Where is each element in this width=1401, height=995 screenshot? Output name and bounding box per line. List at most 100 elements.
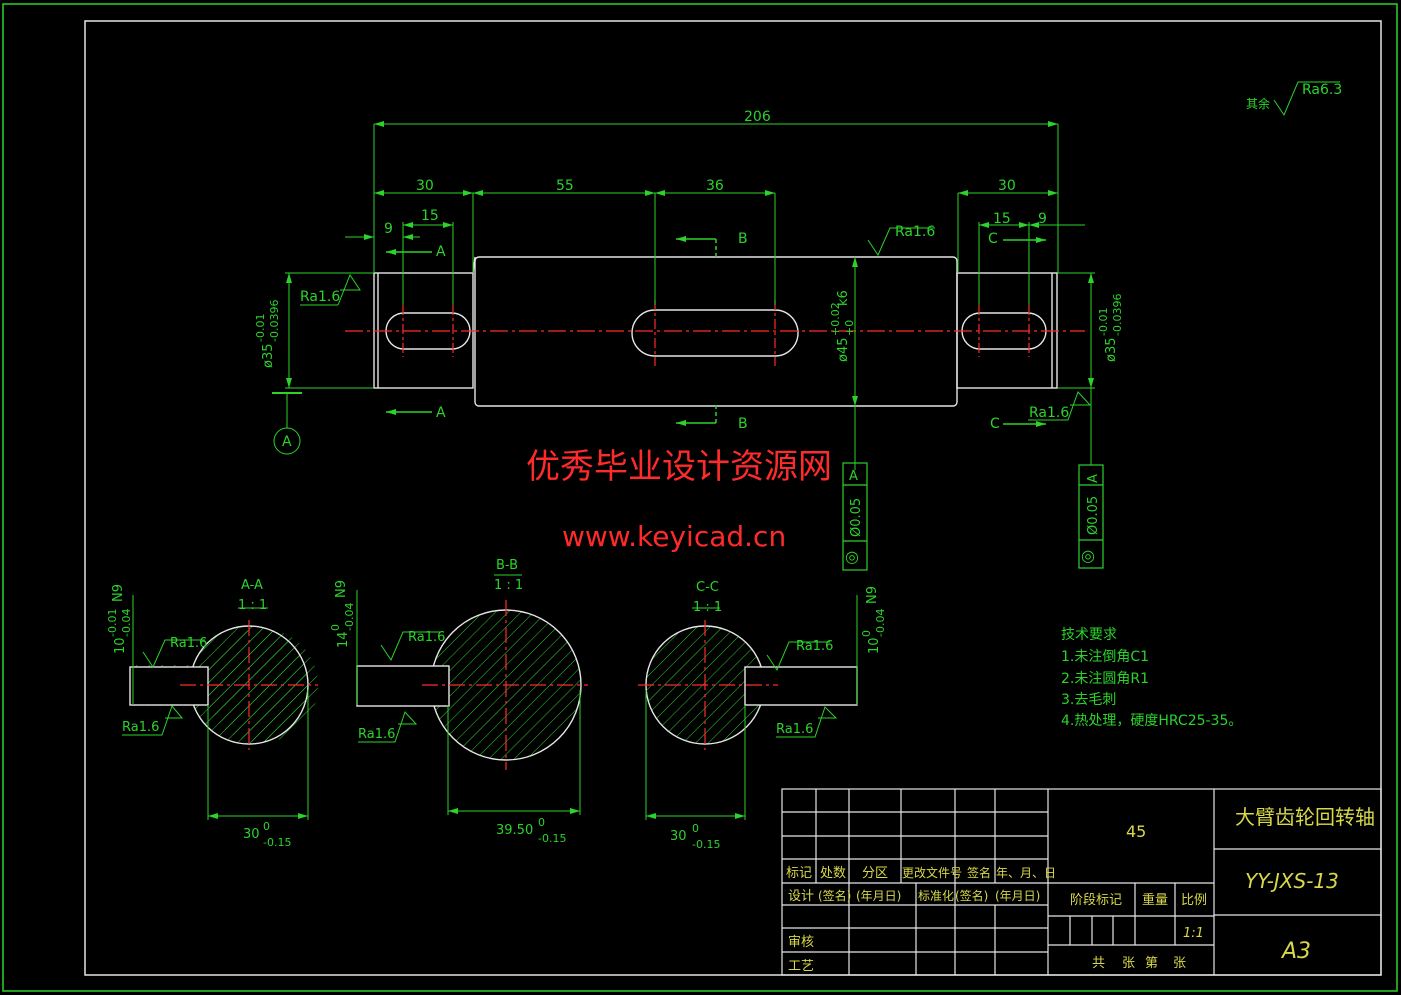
section-b-key-width: 14 (336, 631, 351, 648)
title-block (781, 788, 1382, 976)
tb-ratio: 比例 (1181, 893, 1207, 908)
section-c-scale: 1 : 1 (693, 600, 722, 615)
tb-design-sign: (签名) (818, 888, 851, 903)
section-b-b (356, 574, 588, 815)
section-mark-b-bottom: B (738, 416, 748, 432)
tb-design-date: (年月日) (856, 889, 901, 903)
mid-dia-fit: k6 (836, 290, 851, 306)
watermark-title: 优秀毕业设计资源网 (526, 447, 832, 487)
tol-mid-value: Ø0.05 (849, 498, 864, 537)
section-b-scale: 1 : 1 (494, 578, 523, 593)
section-a-key-width: 10 (113, 637, 128, 654)
tb-h-zone: 分区 (862, 866, 888, 881)
left-dia-label: ø35 (261, 344, 276, 369)
tb-part-name: 大臂齿轮回转轴 (1235, 805, 1375, 829)
section-c-key-fit: N9 (865, 586, 880, 604)
tb-h-change: 更改文件号 (902, 865, 962, 880)
section-b-depth-upper: 0 (538, 816, 545, 829)
section-c-title: C-C (696, 580, 719, 595)
tb-sheets-unit2: 张 (1173, 956, 1186, 971)
ra-other-prefix: 其余 (1246, 96, 1270, 111)
tb-h-sign: 签名 (967, 865, 991, 880)
inner-frame (84, 20, 1382, 976)
section-c-depth: 30 (670, 829, 687, 844)
datum-label: A (282, 434, 292, 450)
outer-frame (2, 3, 1398, 992)
tech-req-item-2: 2.未注圆角R1 (1061, 671, 1149, 687)
dim-right-offset: 9 (1038, 211, 1047, 227)
dimension-lines (272, 121, 1095, 470)
tb-weight: 重量 (1142, 892, 1168, 908)
section-mark-c-top: C (988, 231, 998, 247)
right-dia-tol-upper: -0.01 (1097, 308, 1110, 336)
tb-drawing-no: YY-JXS-13 (1245, 869, 1339, 893)
mid-dia-tol-lower: +0 (843, 320, 856, 336)
tb-review: 审核 (788, 935, 814, 950)
section-a-key-upper: -0.01 (106, 609, 119, 637)
section-c-key-lower: -0.04 (874, 609, 887, 637)
dim-left-len: 30 (416, 178, 434, 194)
dim-key-len: 36 (706, 178, 724, 194)
tb-h-count: 处数 (820, 866, 846, 881)
section-a-title: A-A (241, 578, 263, 593)
dim-left-slot: 15 (421, 208, 439, 224)
mid-dia-tol-upper: +0.02 (829, 302, 842, 336)
tb-material: 45 (1126, 822, 1146, 841)
right-dia-tol-lower: -0.0396 (1111, 294, 1124, 336)
section-a-depth: 30 (243, 827, 260, 842)
dim-overall: 206 (744, 109, 771, 125)
tb-h-mark: 标记 (786, 866, 812, 881)
tb-standard: 标准化 (918, 889, 954, 903)
ra-left: Ra1.6 (300, 289, 340, 305)
tb-sheets-unit1: 张 (1122, 956, 1135, 971)
section-a-key-fit: N9 (111, 584, 126, 602)
right-dia-label: ø35 (1104, 338, 1119, 363)
tol-right-symbol: ◎ (1081, 546, 1095, 565)
tb-design: 设计 (788, 889, 814, 904)
section-c-key-width: 10 (867, 637, 882, 654)
ra-right: Ra1.6 (1029, 405, 1069, 421)
section-b-depth-lower: -0.15 (538, 832, 566, 845)
middle-keyway (631, 309, 799, 357)
watermark-url: www.keyicad.cn (562, 520, 786, 553)
section-mark-b-top: B (738, 231, 748, 247)
section-b-key-lower: -0.04 (343, 603, 356, 631)
section-arrows (386, 236, 1046, 427)
tolerance-frame-mid (842, 462, 868, 571)
tb-scale: 1:1 (1183, 926, 1204, 941)
section-mark-c-bottom: C (990, 416, 1000, 432)
section-mark-a-top: A (436, 244, 446, 260)
section-b-ra-top: Ra1.6 (408, 630, 445, 645)
section-a-key-lower: -0.04 (120, 609, 133, 637)
tech-req-item-4: 4.热处理，硬度HRC25-35。 (1061, 713, 1242, 729)
tol-right-datum: A (1086, 474, 1101, 483)
section-a-scale: 1 : 1 (238, 598, 267, 613)
ra-other: Ra6.3 (1302, 82, 1342, 98)
tb-std-sign: (签名) (955, 888, 988, 903)
dim-left-offset: 9 (384, 221, 393, 237)
tech-req-item-3: 3.去毛刺 (1061, 692, 1116, 708)
section-b-ra-bottom: Ra1.6 (358, 727, 395, 742)
section-c-c (638, 595, 858, 820)
section-mark-a-bottom: A (436, 405, 446, 421)
section-c-depth-upper: 0 (692, 822, 699, 835)
section-a-ra-bottom: Ra1.6 (122, 720, 159, 735)
tb-stage-mark: 阶段标记 (1070, 893, 1122, 908)
section-a-depth-upper: 0 (263, 820, 270, 833)
tol-mid-datum: A (849, 469, 858, 484)
tb-h-date: 年、月、日 (996, 866, 1056, 880)
tech-req-item-1: 1.未注倒角C1 (1061, 649, 1149, 665)
right-keyway (961, 312, 1047, 350)
mid-dia-label: ø45 (836, 338, 851, 363)
left-dia-tol-upper: -0.01 (254, 314, 267, 342)
tb-std-date: (年月日) (995, 889, 1040, 903)
section-a-a (122, 595, 319, 820)
roughness-symbols (300, 81, 1340, 421)
section-a-depth-lower: -0.15 (263, 836, 291, 849)
tech-req-title: 技术要求 (1061, 627, 1117, 643)
left-dia-tol-lower: -0.0396 (268, 300, 281, 342)
section-a-ra-top: Ra1.6 (170, 636, 207, 651)
tolerance-frame-right (1078, 464, 1104, 569)
section-b-key-fit: N9 (334, 580, 349, 598)
